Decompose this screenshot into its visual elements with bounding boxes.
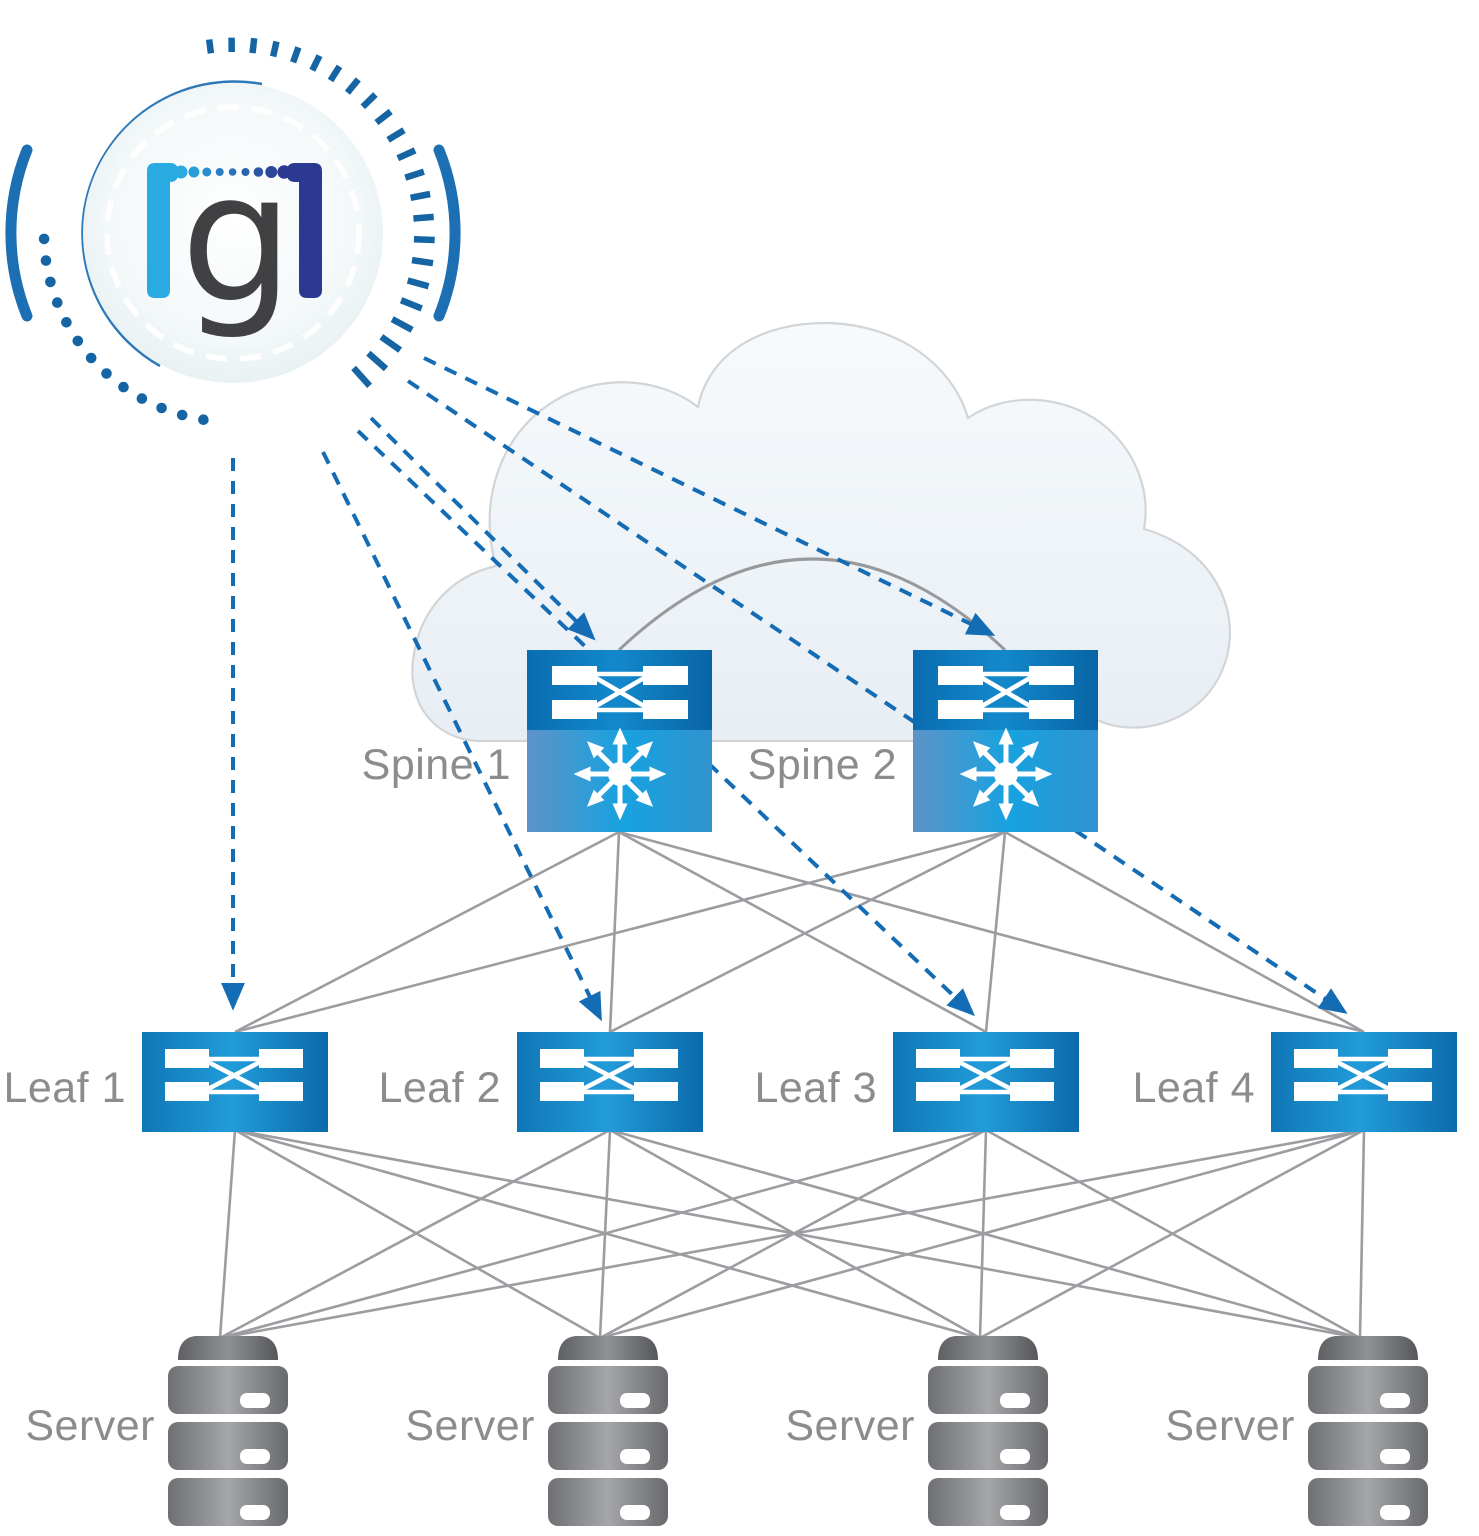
logo-tick — [269, 40, 280, 58]
leaf-2-node — [517, 1032, 703, 1132]
logo-tick — [404, 168, 425, 181]
spine-1-label: Spine 1 — [362, 741, 511, 789]
server-1-node — [168, 1336, 288, 1526]
router-starburst-icon — [975, 743, 1037, 805]
logo-paren-left-icon — [5, 144, 33, 322]
server-4-label: Server — [1165, 1402, 1295, 1450]
spine-2-node — [913, 650, 1098, 832]
leaf-1-label: Leaf 1 — [3, 1064, 126, 1112]
server-1-label: Server — [25, 1402, 155, 1450]
fabric-links — [218, 557, 1366, 1340]
logo-bridge-dot — [277, 165, 292, 179]
logo-dot — [52, 297, 63, 308]
mgmt-link-spine2 — [423, 356, 996, 636]
management-links — [221, 356, 1348, 1022]
mgmt-link-leaf4 — [406, 379, 1348, 1014]
logo-tick — [413, 236, 435, 244]
logo-dot — [101, 368, 112, 379]
logo-tick — [309, 54, 323, 72]
cloud-shape — [411, 321, 1231, 743]
logo-bridge-dot — [228, 168, 237, 176]
logo-tick — [411, 256, 434, 267]
logo-tick — [344, 77, 361, 95]
logo-tick — [399, 297, 423, 312]
logo-tick — [351, 365, 373, 388]
logo-dot — [136, 393, 148, 404]
logo-tick — [409, 190, 431, 201]
logo-bridge-dot — [253, 167, 264, 177]
mgmt-link-leaf2 — [321, 451, 602, 1022]
logo-tick — [386, 127, 406, 143]
logo-dot-arc — [38, 233, 209, 426]
logo-dot — [176, 409, 188, 421]
leaf-3-node — [893, 1032, 1079, 1132]
spine-2-label: Spine 2 — [748, 741, 897, 789]
server-2-label: Server — [405, 1402, 535, 1450]
logo-dot — [40, 255, 52, 266]
leaf-4-label: Leaf 4 — [1132, 1064, 1255, 1112]
logo-bridge-dot — [202, 167, 212, 177]
logo-dot — [118, 381, 129, 393]
logo-tick — [205, 39, 215, 54]
logo-bridge-dots — [174, 165, 292, 179]
logo-tick — [413, 213, 434, 222]
logo-dot — [198, 414, 209, 426]
logo-dashed-ring — [104, 104, 362, 362]
server-3-node — [928, 1336, 1048, 1526]
logo-disc — [83, 83, 383, 383]
logo-bracket-left-icon — [147, 163, 178, 298]
server-2-node — [548, 1336, 668, 1526]
spine-peer-arc — [617, 557, 1007, 652]
leaf-1-node — [142, 1032, 328, 1132]
logo-dot — [156, 402, 167, 414]
logo-tick — [396, 147, 417, 162]
logo-dot — [38, 233, 50, 245]
logo-bridge-dot — [265, 166, 278, 178]
logo-tick — [406, 277, 430, 290]
server-3-label: Server — [785, 1402, 915, 1450]
logo-dot — [72, 335, 84, 347]
leaf-3-label: Leaf 3 — [754, 1064, 877, 1112]
leaf-2-label: Leaf 2 — [378, 1064, 501, 1112]
logo-thin-arc — [81, 80, 263, 368]
logo-bridge-dot — [241, 168, 250, 176]
server-4-node — [1308, 1336, 1428, 1526]
logo-bridge-dot — [188, 166, 200, 178]
router-starburst-icon — [589, 743, 651, 805]
spine-1-node — [527, 650, 712, 832]
logo-tick-ring — [205, 37, 435, 388]
logo-dot — [85, 352, 97, 364]
controller-logo: g — [5, 37, 461, 426]
logo-dot — [45, 276, 56, 288]
logo-bracket-right-icon — [287, 163, 322, 298]
logo-tick — [379, 334, 403, 353]
logo-tick — [390, 316, 414, 333]
logo-tick — [360, 92, 378, 110]
mgmt-link-spine1 — [369, 416, 596, 641]
logo-bridge-dot — [174, 165, 188, 179]
logo-tick — [290, 46, 302, 64]
logo-tick — [374, 108, 393, 126]
logo-tick — [249, 37, 258, 54]
logo-bridge-dot — [215, 168, 224, 176]
logo-tick — [327, 64, 343, 83]
leaf-4-node — [1271, 1032, 1457, 1132]
logo-dot — [61, 317, 72, 328]
logo-g-glyph: g — [181, 135, 294, 342]
logo-tick — [366, 350, 389, 372]
logo-paren-right-icon — [433, 144, 461, 322]
